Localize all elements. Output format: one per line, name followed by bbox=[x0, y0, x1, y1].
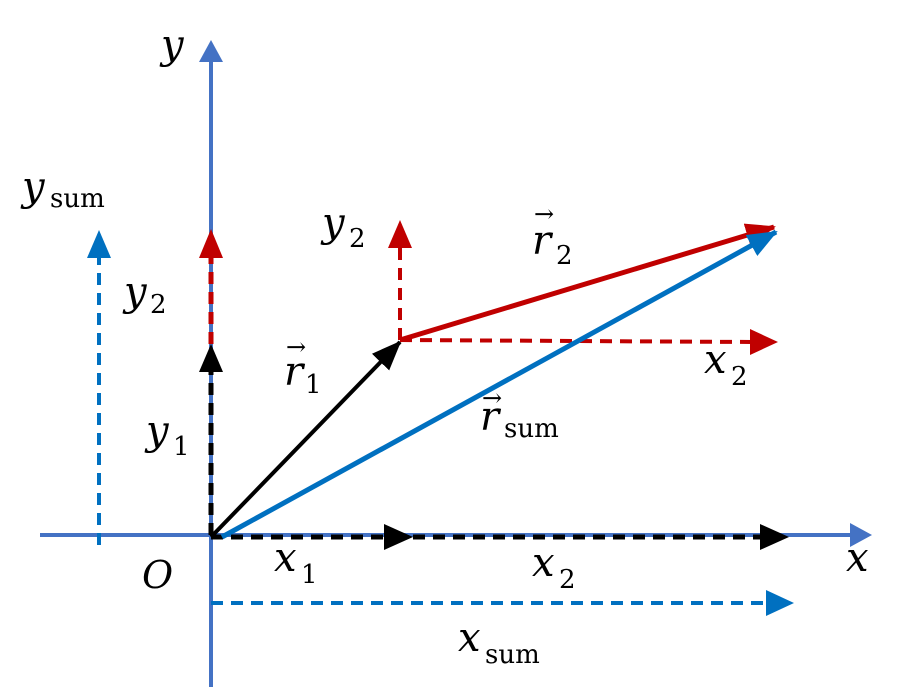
ysum-arrowhead bbox=[87, 230, 111, 258]
r1-label: → r 1 bbox=[284, 333, 322, 400]
svg-text:y: y bbox=[144, 408, 170, 454]
x-axis-arrowhead bbox=[850, 523, 872, 547]
x1-label: x 1 bbox=[274, 535, 318, 590]
svg-text:r: r bbox=[284, 349, 306, 395]
y-axis-arrowhead bbox=[199, 40, 223, 62]
svg-text:y: y bbox=[320, 200, 346, 246]
y1-label: y 1 bbox=[144, 408, 190, 462]
svg-text:2: 2 bbox=[559, 565, 576, 595]
x2-top-label: x 2 bbox=[704, 337, 748, 392]
r2-vector-arrow bbox=[399, 223, 776, 343]
svg-text:y: y bbox=[20, 164, 46, 210]
x2-top-arrowhead bbox=[750, 329, 778, 355]
svg-text:x: x bbox=[532, 540, 555, 586]
svg-text:sum: sum bbox=[50, 184, 105, 214]
svg-text:2: 2 bbox=[731, 362, 748, 392]
svg-text:sum: sum bbox=[504, 414, 559, 444]
x2-bottom-label: x 2 bbox=[532, 540, 576, 595]
svg-text:r: r bbox=[532, 218, 554, 264]
xsum-label: x sum bbox=[458, 615, 540, 670]
ysum-label: y sum bbox=[20, 164, 105, 214]
svg-text:x: x bbox=[704, 337, 727, 383]
rsum-vector-arrow bbox=[220, 229, 778, 540]
svg-text:x: x bbox=[458, 615, 481, 661]
svg-text:→: → bbox=[482, 384, 502, 412]
svg-text:2: 2 bbox=[150, 290, 167, 320]
y2-top-label: y 2 bbox=[320, 200, 366, 254]
svg-text:r: r bbox=[480, 394, 502, 440]
y2-left-label: y 2 bbox=[122, 269, 167, 320]
svg-text:1: 1 bbox=[301, 560, 318, 590]
rsum-label: → r sum bbox=[480, 384, 559, 444]
svg-text:y: y bbox=[122, 269, 148, 315]
y2-top-arrowhead bbox=[388, 220, 412, 248]
y2-left-arrowhead bbox=[199, 229, 223, 258]
y1-arrowhead bbox=[199, 344, 223, 372]
x2-arrowhead bbox=[760, 524, 789, 550]
xsum-arrowhead bbox=[766, 590, 794, 616]
svg-text:2: 2 bbox=[556, 241, 573, 271]
r1-vector-arrow bbox=[209, 340, 402, 539]
svg-text:1: 1 bbox=[305, 370, 322, 400]
svg-text:x: x bbox=[274, 535, 297, 581]
r2-label: → r 2 bbox=[532, 200, 573, 271]
x1-arrowhead bbox=[384, 524, 413, 550]
origin-label: O bbox=[142, 553, 173, 597]
svg-text:1: 1 bbox=[173, 432, 190, 462]
x-axis-label: x bbox=[846, 535, 869, 581]
svg-text:2: 2 bbox=[349, 224, 366, 254]
svg-text:sum: sum bbox=[485, 640, 540, 670]
y-axis-label: y bbox=[159, 22, 185, 68]
svg-text:→: → bbox=[534, 200, 554, 228]
svg-text:→: → bbox=[286, 333, 306, 361]
